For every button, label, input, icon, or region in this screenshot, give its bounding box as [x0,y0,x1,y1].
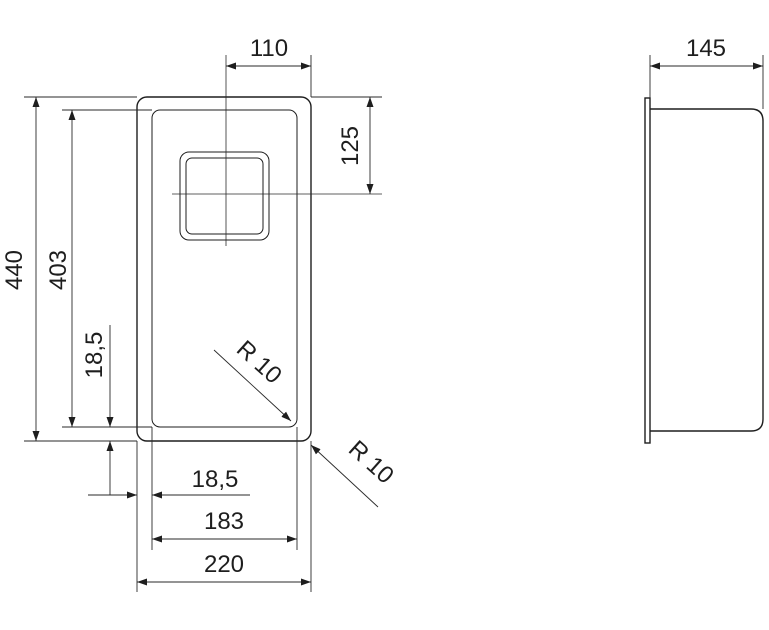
waste-outlet-outer [179,151,270,241]
radius-outer-label: R 10 [343,435,399,489]
front-view: 110 125 440 403 18,5 18,5 183 [1,35,399,592]
waste-outlet-inner [185,157,264,235]
sink-outer-outline [136,96,312,442]
dim-220-label: 220 [204,551,244,578]
radius-inner-label: R 10 [231,335,287,389]
dim-145-label: 145 [686,35,726,62]
radius-inner-leader [213,349,292,422]
side-view: 145 [644,35,764,444]
dim-18-5-h-label: 18,5 [192,466,239,493]
dim-125-label: 125 [337,126,364,166]
dim-183-label: 183 [204,508,244,535]
side-view-bowl-outline [650,108,764,432]
dim-403-label: 403 [45,250,72,290]
sink-inner-outline [151,109,298,428]
dim-440-label: 440 [1,250,28,290]
side-view-flange [644,97,651,444]
radius-outer-leader [310,444,379,508]
dim-110-label: 110 [250,35,288,62]
dim-18-5-v-label: 18,5 [81,332,108,379]
